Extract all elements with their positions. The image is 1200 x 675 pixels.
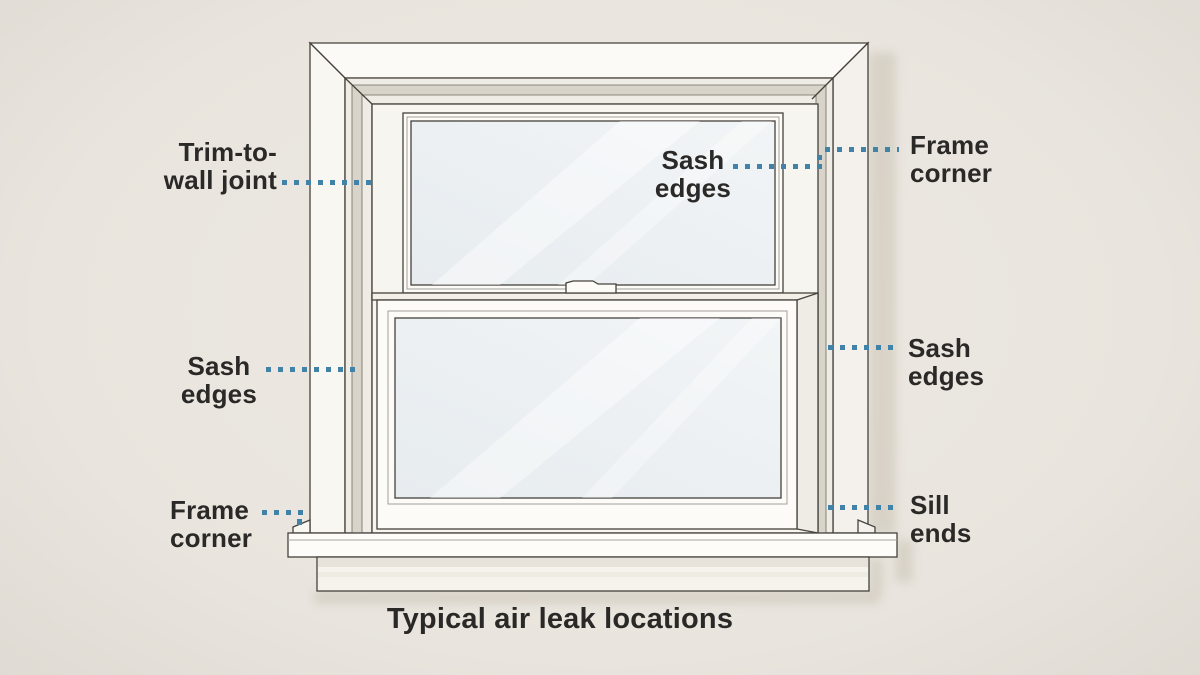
miter-line-top-right xyxy=(811,77,834,100)
label-frame-corner-top-right: Frame corner xyxy=(910,130,993,188)
label-trim-to-wall-joint: Trim-to- wall joint xyxy=(163,137,277,195)
window-shadow xyxy=(314,52,913,604)
leader-line-sash-edges-right xyxy=(828,345,898,350)
leader-line-sash-edges-top xyxy=(733,164,822,169)
meeting-rail xyxy=(371,292,819,301)
top-sash-glass-reflection xyxy=(432,121,772,285)
label-frame-corner-bottom-left: Frame corner xyxy=(170,495,253,553)
leader-elbow-dot-frame-corner-left xyxy=(297,519,302,525)
bottom-sash-glass xyxy=(394,317,782,499)
bottom-sash-glass-reflection xyxy=(430,318,781,498)
window-sill xyxy=(287,532,898,558)
trim-casing-top xyxy=(308,42,870,79)
apron-shade-band-1 xyxy=(318,558,868,567)
label-sash-edges-top: Sash edges xyxy=(654,145,731,203)
bottom-sash-bevel xyxy=(387,310,788,505)
apron-shade-band-2 xyxy=(318,572,868,577)
leader-line-frame-corner-top-right xyxy=(825,147,899,152)
sash-lift-handle xyxy=(565,280,617,294)
label-sash-edges-right: Sash edges xyxy=(908,333,985,391)
label-sash-edges-left: Sash edges xyxy=(180,351,257,409)
miter-line-top-left xyxy=(344,77,373,105)
trim-casing-right xyxy=(832,41,869,534)
leader-line-frame-corner-bottom-left xyxy=(262,510,303,515)
leader-line-trim-to-wall-joint xyxy=(282,180,371,185)
leader-elbow-dot-sash-edges-top xyxy=(817,155,822,160)
bottom-sash-depth-edge xyxy=(796,292,819,534)
trim-casing-left xyxy=(309,41,346,534)
label-sill-ends: Sill ends xyxy=(910,490,972,548)
diagram-title: Typical air leak locations xyxy=(386,603,734,635)
leader-line-sill-ends xyxy=(828,505,897,510)
leader-line-sash-edges-left xyxy=(266,367,355,372)
